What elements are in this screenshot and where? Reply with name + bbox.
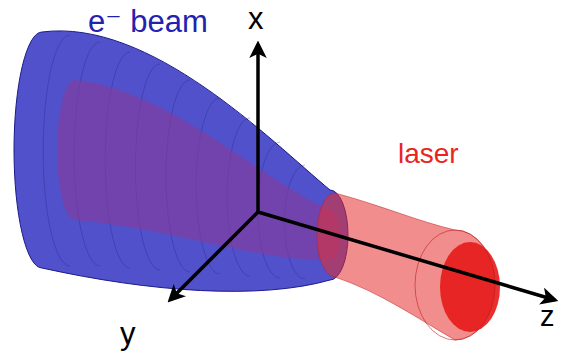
axis-label: z xyxy=(540,302,555,331)
laser-label: laser xyxy=(398,140,459,168)
laser-end xyxy=(415,230,495,340)
laser-spot xyxy=(440,242,500,332)
axis-label: y xyxy=(120,318,136,349)
axis-label: x xyxy=(248,3,264,34)
electron-beam-envelope xyxy=(14,31,348,291)
beam-label: e⁻ beam xyxy=(88,6,208,37)
electron-beam-core xyxy=(57,80,340,260)
coordinate-axes xyxy=(170,44,555,300)
